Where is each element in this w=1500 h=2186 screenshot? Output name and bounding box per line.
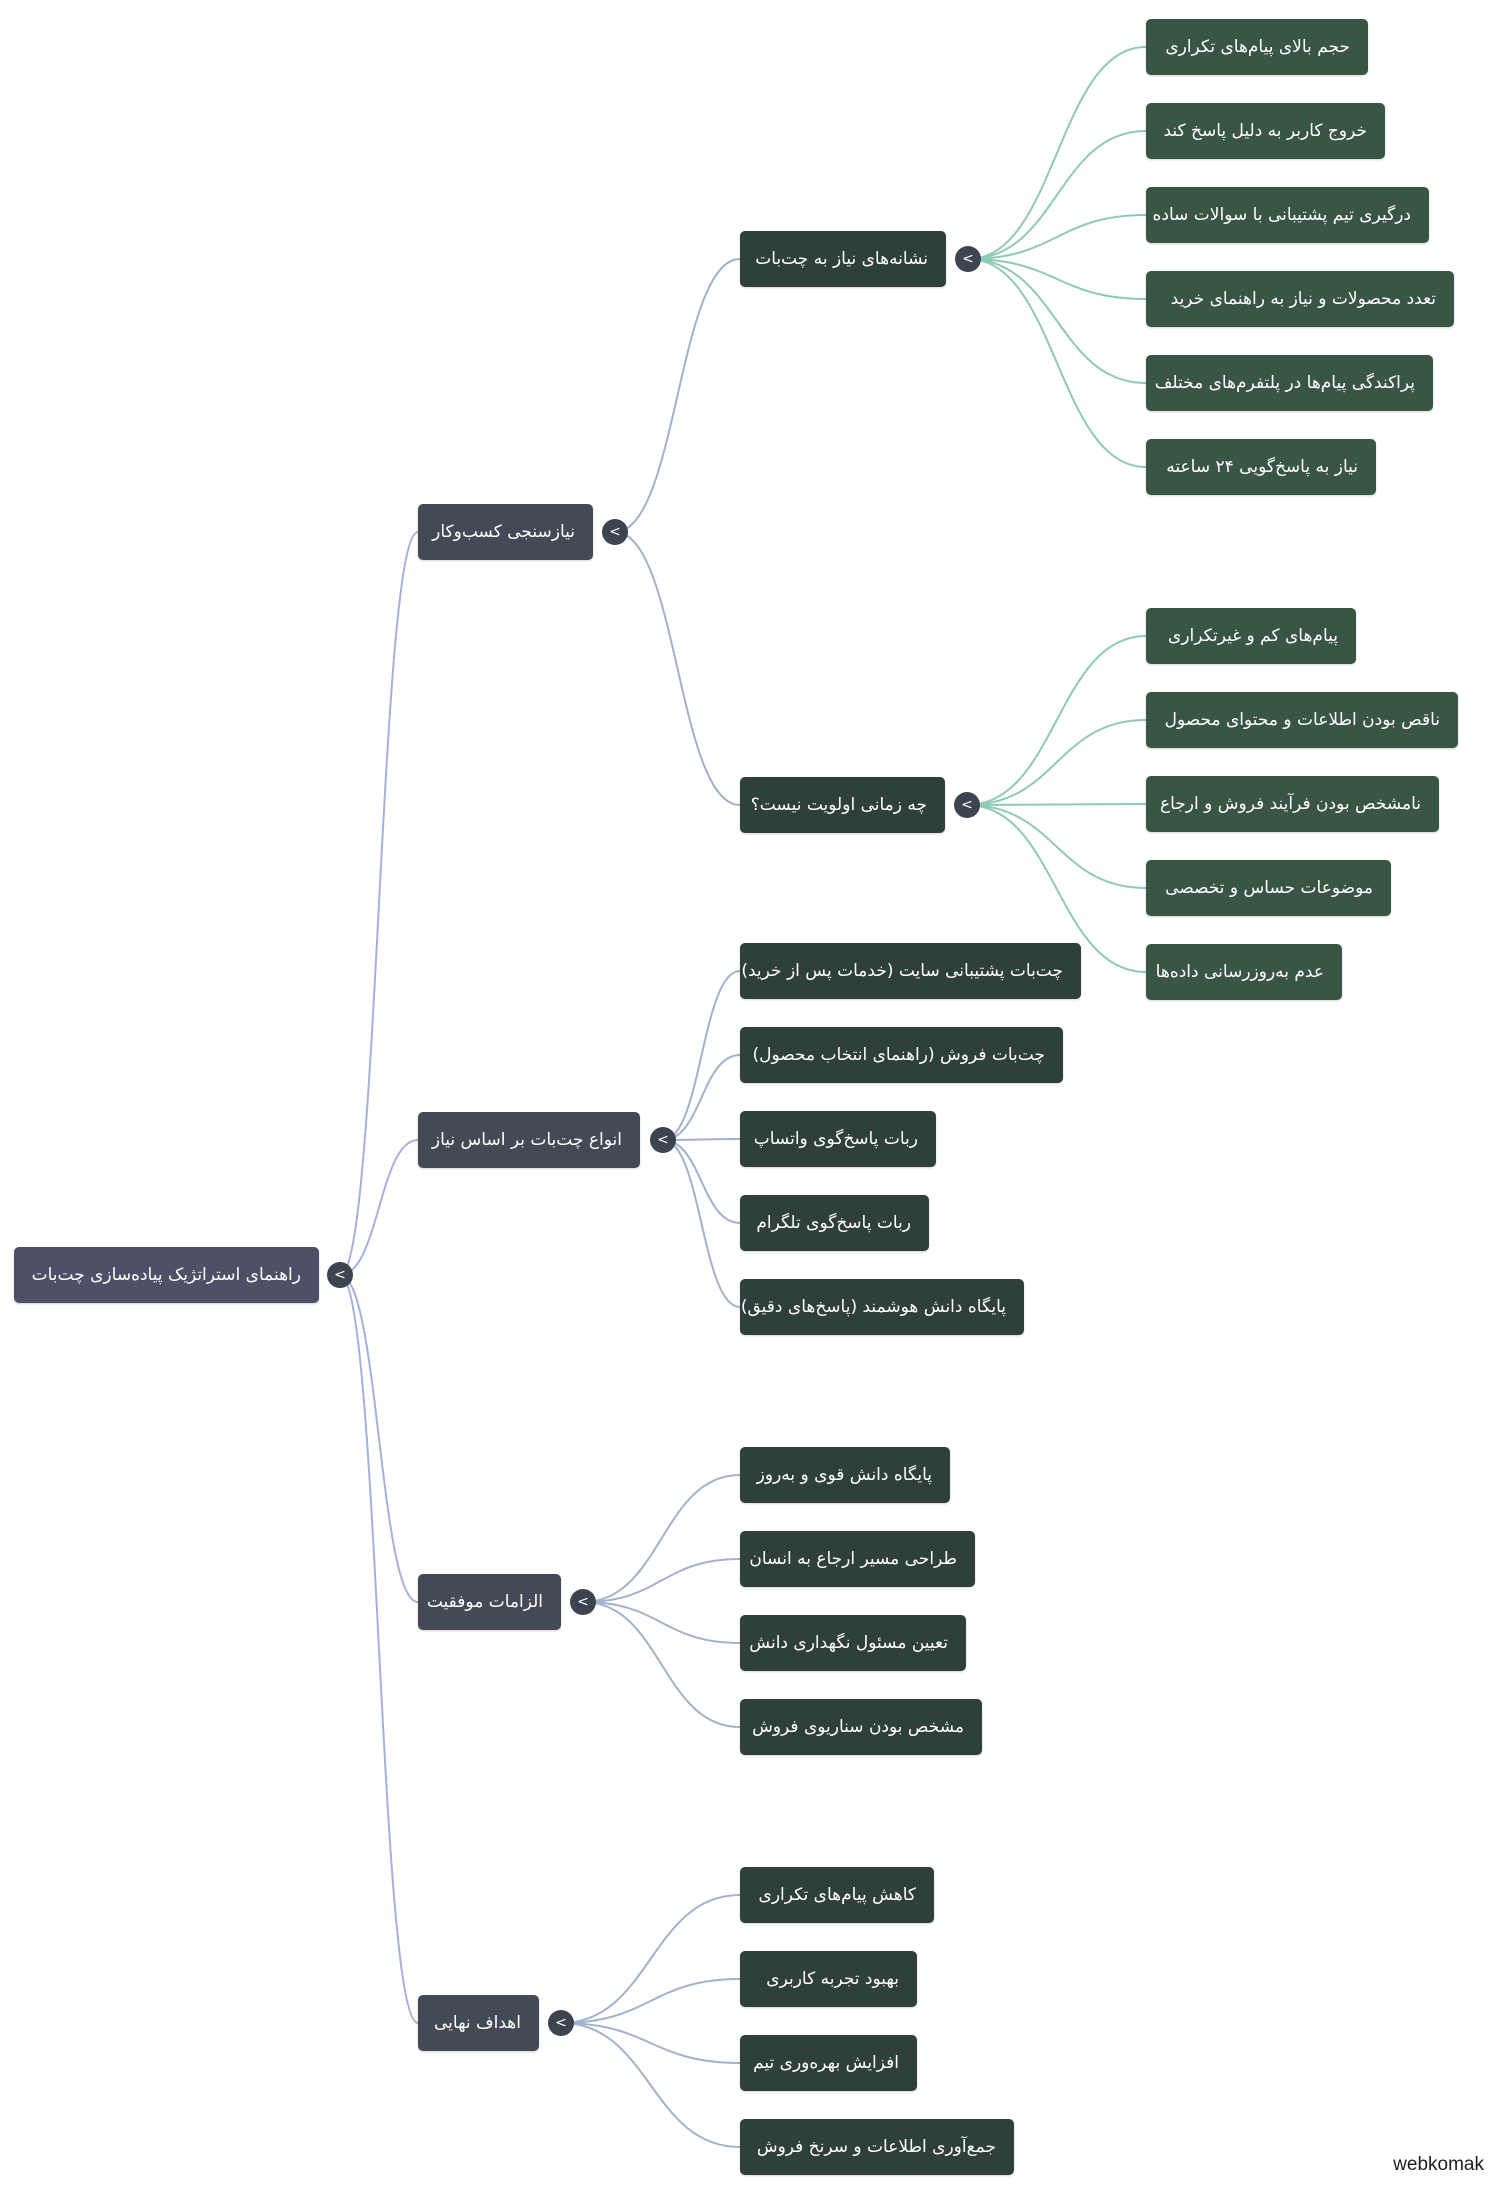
- edge-branch-chatbot-types: [339, 1139, 419, 1276]
- leaf-success-requirements-4[interactable]: مشخص بودن سناریوی فروش: [740, 1699, 982, 1755]
- edge-leaf-need-signs-6: [967, 258, 1147, 468]
- edge-leaf-success-requirements-4: [582, 1601, 741, 1728]
- branch-needs-assessment[interactable]: نیازسنجی کسب‌وکار: [418, 504, 593, 560]
- edge-branch-needs-assessment: [339, 531, 419, 1276]
- leaf-need-signs-6[interactable]: نیاز به پاسخ‌گویی ۲۴ ساعته: [1146, 439, 1376, 495]
- edge-leaf-not-priority-3: [966, 803, 1147, 806]
- root-collapse-toggle-icon[interactable]: <: [327, 1262, 353, 1288]
- leaf-need-signs-5[interactable]: پراکندگی پیام‌ها در پلتفرم‌های مختلف: [1146, 355, 1433, 411]
- branch-chatbot-types-toggle-icon[interactable]: <: [650, 1127, 676, 1153]
- watermark: webkomak: [1393, 2154, 1484, 2175]
- edge-branch-success-requirements: [339, 1274, 419, 1603]
- edge-leaf-success-requirements-3: [582, 1601, 741, 1644]
- branch-needs-assessment-toggle-icon[interactable]: <: [602, 519, 628, 545]
- edge-leaf-not-priority-4: [966, 804, 1147, 889]
- branch-success-requirements[interactable]: الزامات موفقیت: [418, 1574, 561, 1630]
- leaf-not-priority-1[interactable]: پیام‌های کم و غیرتکراری: [1146, 608, 1356, 664]
- leaf-chatbot-types-4[interactable]: ربات پاسخ‌گوی تلگرام: [740, 1195, 929, 1251]
- leaf-not-priority-3[interactable]: نامشخص بودن فرآیند فروش و ارجاع: [1146, 776, 1439, 832]
- leaf-chatbot-types-5[interactable]: پایگاه دانش هوشمند (پاسخ‌های دقیق): [740, 1279, 1024, 1335]
- edge-leaf-not-priority-1: [966, 635, 1147, 806]
- edge-leaf-not-priority-2: [966, 719, 1147, 806]
- edge-leaf-need-signs-4: [967, 258, 1147, 300]
- edge-leaf-final-goals-2: [560, 1978, 741, 2024]
- edge-leaf-chatbot-types-4: [662, 1139, 741, 1224]
- branch-success-requirements-toggle-icon[interactable]: <: [570, 1589, 596, 1615]
- leaf-not-priority-2[interactable]: ناقص بودن اطلاعات و محتوای محصول: [1146, 692, 1458, 748]
- leaf-success-requirements-2[interactable]: طراحی مسیر ارجاع به انسان: [740, 1531, 975, 1587]
- leaf-final-goals-2[interactable]: بهبود تجربه کاربری: [740, 1951, 917, 2007]
- leaf-need-signs-3[interactable]: درگیری تیم پشتیبانی با سوالات ساده: [1146, 187, 1429, 243]
- leaf-success-requirements-3[interactable]: تعیین مسئول نگهداری دانش: [740, 1615, 966, 1671]
- leaf-need-signs-4[interactable]: تعدد محصولات و نیاز به راهنمای خرید: [1146, 271, 1454, 327]
- edge-group-need-signs: [614, 258, 741, 533]
- leaf-final-goals-3[interactable]: افزایش بهره‌وری تیم: [740, 2035, 917, 2091]
- branch-final-goals-toggle-icon[interactable]: <: [548, 2010, 574, 2036]
- edge-leaf-chatbot-types-1: [662, 970, 741, 1141]
- edge-leaf-success-requirements-2: [582, 1558, 741, 1603]
- root-node[interactable]: راهنمای استراتژیک پیاده‌سازی چت‌بات: [14, 1247, 319, 1303]
- edge-group-not-priority: [614, 531, 741, 806]
- leaf-chatbot-types-2[interactable]: چت‌بات فروش (راهنمای انتخاب محصول): [740, 1027, 1063, 1083]
- edge-leaf-need-signs-5: [967, 258, 1147, 384]
- edge-leaf-success-requirements-1: [582, 1474, 741, 1603]
- group-not-priority-toggle-icon[interactable]: <: [954, 792, 980, 818]
- leaf-chatbot-types-3[interactable]: ربات پاسخ‌گوی واتساپ: [740, 1111, 936, 1167]
- branch-chatbot-types[interactable]: انواع چت‌بات بر اساس نیاز: [418, 1112, 640, 1168]
- edge-leaf-need-signs-3: [967, 214, 1147, 260]
- edge-leaf-final-goals-1: [560, 1894, 741, 2024]
- edge-leaf-chatbot-types-2: [662, 1054, 741, 1141]
- edge-leaf-need-signs-1: [967, 46, 1147, 260]
- leaf-final-goals-4[interactable]: جمع‌آوری اطلاعات و سرنخ فروش: [740, 2119, 1014, 2175]
- edge-leaf-final-goals-4: [560, 2022, 741, 2148]
- leaf-success-requirements-1[interactable]: پایگاه دانش قوی و به‌روز: [740, 1447, 950, 1503]
- leaf-need-signs-2[interactable]: خروج کاربر به دلیل پاسخ کند: [1146, 103, 1385, 159]
- leaf-not-priority-4[interactable]: موضوعات حساس و تخصصی: [1146, 860, 1391, 916]
- leaf-not-priority-5[interactable]: عدم به‌روزرسانی داده‌ها: [1146, 944, 1342, 1000]
- group-need-signs-toggle-icon[interactable]: <: [955, 246, 981, 272]
- edge-branch-final-goals: [339, 1274, 419, 2024]
- leaf-chatbot-types-1[interactable]: چت‌بات پشتیبانی سایت (خدمات پس از خرید): [740, 943, 1081, 999]
- group-not-priority[interactable]: چه زمانی اولویت نیست؟: [740, 777, 945, 833]
- leaf-need-signs-1[interactable]: حجم بالای پیام‌های تکراری: [1146, 19, 1368, 75]
- group-need-signs[interactable]: نشانه‌های نیاز به چت‌بات: [740, 231, 946, 287]
- edge-leaf-chatbot-types-5: [662, 1139, 741, 1308]
- branch-final-goals[interactable]: اهداف نهایی: [418, 1995, 539, 2051]
- edge-leaf-need-signs-2: [967, 130, 1147, 260]
- leaf-final-goals-1[interactable]: کاهش پیام‌های تکراری: [740, 1867, 934, 1923]
- edge-leaf-final-goals-3: [560, 2022, 741, 2064]
- edge-leaf-not-priority-5: [966, 804, 1147, 973]
